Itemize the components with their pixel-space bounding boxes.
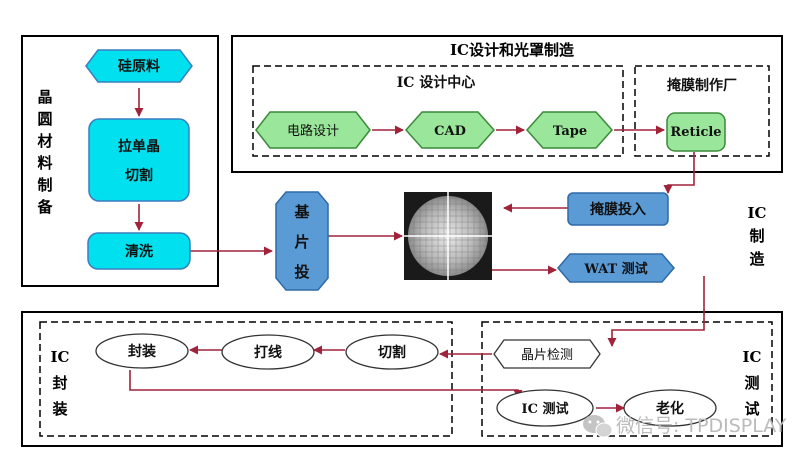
node-cleaning: 清洗 bbox=[87, 232, 191, 270]
svg-text:WAT 测试: WAT 测试 bbox=[583, 261, 647, 277]
wafer-material-frame bbox=[21, 35, 219, 287]
ic-design-center-frame bbox=[252, 65, 624, 157]
svg-text:材: 材 bbox=[37, 132, 52, 150]
svg-text:试: 试 bbox=[744, 400, 759, 418]
node-package: 封装 bbox=[95, 333, 189, 369]
wafer-image bbox=[404, 192, 492, 280]
svg-text:造: 造 bbox=[749, 250, 764, 268]
ic-manufacturing-label: IC 制 造 bbox=[748, 204, 767, 268]
svg-text:备: 备 bbox=[36, 198, 53, 216]
svg-text:IC 测试: IC 测试 bbox=[522, 401, 569, 417]
svg-text:投: 投 bbox=[294, 263, 309, 281]
svg-text:打线: 打线 bbox=[254, 344, 282, 361]
svg-text:IC: IC bbox=[743, 348, 762, 366]
svg-text:装: 装 bbox=[51, 400, 68, 418]
svg-text:晶: 晶 bbox=[37, 88, 52, 106]
arrow-reticle-to-mask-input bbox=[663, 152, 695, 194]
node-wat-test: WAT 测试 bbox=[557, 253, 675, 283]
svg-text:电路设计: 电路设计 bbox=[287, 123, 339, 139]
svg-text:硅原料: 硅原料 bbox=[118, 58, 160, 75]
svg-text:IC: IC bbox=[51, 348, 70, 366]
svg-text:基: 基 bbox=[293, 203, 310, 221]
ic-testing-label: IC 测 试 bbox=[743, 348, 762, 418]
node-wire-bond: 打线 bbox=[221, 334, 315, 370]
ic-design-mask-title: IC设计和光罩制造 bbox=[450, 41, 574, 59]
svg-text:清洗: 清洗 bbox=[125, 243, 153, 260]
node-dicing: 切割 bbox=[345, 334, 439, 370]
svg-text:Reticle: Reticle bbox=[670, 125, 721, 140]
ic-design-mask-frame bbox=[231, 35, 783, 173]
node-cad: CAD bbox=[404, 111, 496, 149]
svg-text:封装: 封装 bbox=[128, 343, 157, 360]
node-silicon: 硅原料 bbox=[85, 49, 193, 83]
node-tape: Tape bbox=[525, 111, 614, 149]
svg-text:料: 料 bbox=[37, 154, 52, 172]
svg-text:掩膜投入: 掩膜投入 bbox=[590, 201, 646, 218]
svg-text:IC: IC bbox=[748, 204, 767, 222]
svg-text:晶片检测: 晶片检测 bbox=[521, 348, 573, 363]
arrow-wat-to-wafer-test bbox=[607, 276, 705, 347]
mask-factory-title: 掩膜制作厂 bbox=[667, 77, 737, 94]
ic-testing-frame bbox=[481, 321, 773, 437]
svg-text:制: 制 bbox=[37, 176, 52, 194]
ic-packaging-label: IC 封 装 bbox=[51, 348, 70, 418]
node-crystal-pull: 拉单晶 切割 bbox=[88, 118, 190, 202]
node-mask-input: 掩膜投入 bbox=[567, 192, 669, 226]
node-reticle: Reticle bbox=[666, 112, 726, 152]
svg-text:Tape: Tape bbox=[553, 124, 587, 139]
ic-packaging-frame bbox=[39, 321, 453, 437]
node-circuit-design: 电路设计 bbox=[255, 111, 371, 149]
svg-text:制: 制 bbox=[749, 227, 764, 245]
svg-text:封: 封 bbox=[52, 374, 67, 392]
svg-text:老化: 老化 bbox=[656, 400, 684, 417]
node-aging: 老化 bbox=[623, 389, 717, 427]
svg-text:测: 测 bbox=[744, 374, 759, 392]
ic-design-center-title: IC 设计中心 bbox=[397, 74, 476, 91]
svg-text:微信号: TPDISPLAY: 微信号: TPDISPLAY bbox=[616, 415, 787, 437]
node-wafer-test: 晶片检测 bbox=[493, 339, 601, 369]
wafer-material-label: 晶 圆 材 料 制 备 bbox=[36, 88, 53, 216]
bottom-frame bbox=[21, 311, 783, 447]
node-ic-test: IC 测试 bbox=[496, 389, 594, 427]
svg-text:片: 片 bbox=[294, 233, 309, 251]
mask-factory-frame bbox=[634, 65, 770, 157]
node-substrate-input: 基 片 投 bbox=[275, 191, 329, 291]
arrow-package-to-ic-test bbox=[129, 370, 523, 399]
watermark: 微信号: TPDISPLAY bbox=[583, 415, 787, 438]
svg-text:切割: 切割 bbox=[378, 344, 406, 361]
svg-text:圆: 圆 bbox=[37, 110, 52, 128]
svg-text:拉单晶: 拉单晶 bbox=[118, 138, 160, 155]
svg-text:CAD: CAD bbox=[434, 124, 466, 139]
wechat-icon bbox=[583, 415, 613, 438]
svg-text:切割: 切割 bbox=[125, 167, 153, 184]
